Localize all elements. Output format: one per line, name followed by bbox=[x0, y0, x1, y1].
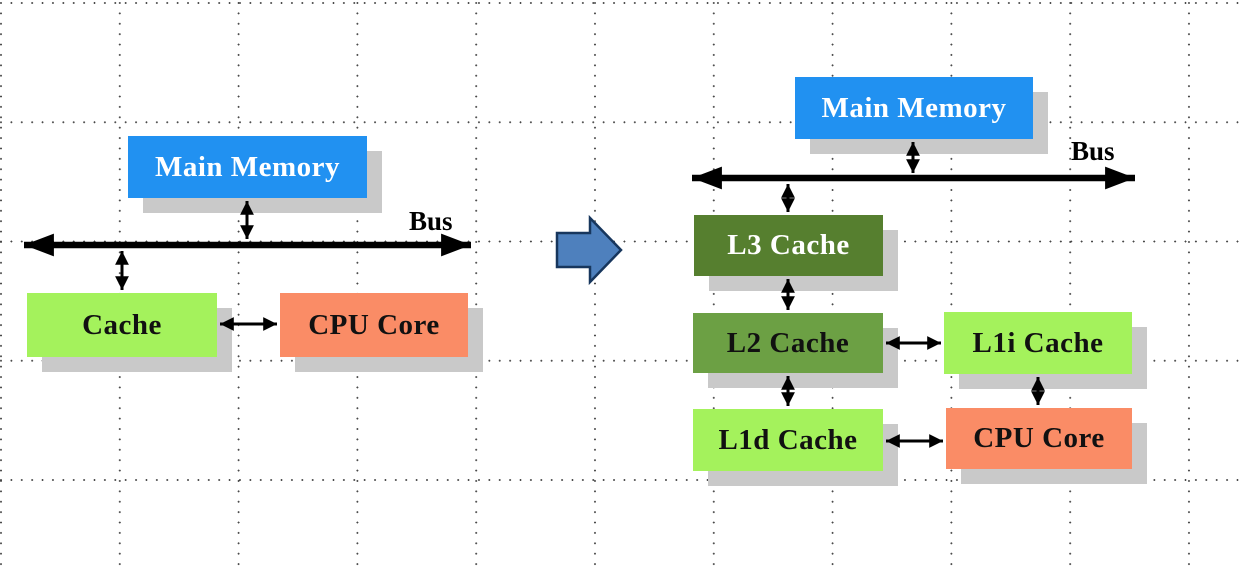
right-l3-cache-box: L3 Cache bbox=[694, 215, 883, 276]
right-l1i-cache-box: L1i Cache bbox=[944, 312, 1132, 374]
left-main-memory-box: Main Memory bbox=[128, 136, 367, 198]
left-bus-label: Bus bbox=[409, 206, 453, 236]
right-l2-cache-box: L2 Cache bbox=[693, 313, 883, 373]
left-cache-box: Cache bbox=[27, 293, 217, 357]
right-cpu-core-box: CPU Core bbox=[946, 408, 1132, 469]
left-cpu-core-box: CPU Core bbox=[280, 293, 468, 357]
transform-right-block-arrow-icon bbox=[555, 214, 623, 286]
right-main-memory-box: Main Memory bbox=[795, 77, 1033, 139]
right-l1d-cache-box: L1d Cache bbox=[693, 409, 883, 471]
right-bus-label: Bus bbox=[1071, 136, 1115, 166]
